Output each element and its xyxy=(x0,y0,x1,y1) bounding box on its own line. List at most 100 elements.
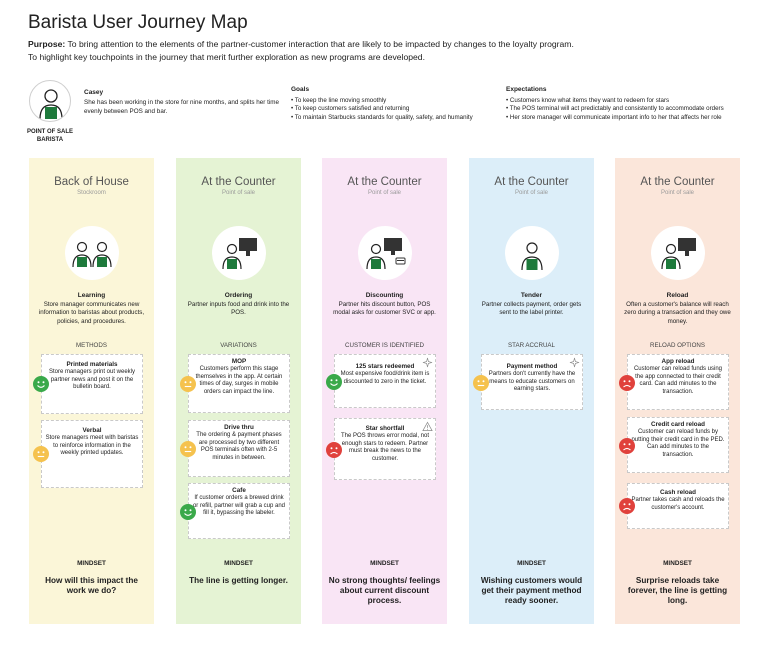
journey-column-reload: At the Counter Point of sale Reload Ofte… xyxy=(615,158,740,624)
journey-column-discounting: At the Counter Point of sale Discounting… xyxy=(322,158,447,624)
column-step: Ordering xyxy=(224,292,253,299)
card-title: Verbal xyxy=(82,427,102,434)
column-section-label: METHODS xyxy=(76,342,107,349)
persona-role-line-1: POINT OF SALE xyxy=(26,129,73,135)
reload-card: App reload Customer can reload funds usi… xyxy=(619,354,729,410)
sparkle-icon xyxy=(569,357,580,368)
card-text: If customer orders a brewed drink or ref… xyxy=(192,495,286,517)
card-text: The POS throws error modal, not enough s… xyxy=(340,433,430,463)
column-subheading: Point of sale xyxy=(367,190,402,196)
happy-face-icon xyxy=(180,504,196,520)
mindset-text: How will this impact the work we do? xyxy=(45,576,138,595)
column-step: Discounting xyxy=(365,292,404,299)
purpose-text: Purpose: To bring attention to the eleme… xyxy=(28,38,748,63)
column-heading: Back of House xyxy=(54,176,129,188)
happy-face-icon xyxy=(33,376,49,392)
column-section-label: STAR ACCRUAL xyxy=(508,342,555,349)
column-step: Reload xyxy=(666,292,689,299)
card-title: Star shortfall xyxy=(365,425,405,432)
mindset-label: MINDSET xyxy=(517,560,546,567)
neutral-face-icon xyxy=(180,376,196,392)
column-description: Partner collects payment, order gets sen… xyxy=(481,301,582,317)
mindset-label: MINDSET xyxy=(77,560,106,567)
column-heading: At the Counter xyxy=(347,176,422,188)
method-card: Verbal Store managers meet with baristas… xyxy=(33,420,143,488)
goal-item: • To keep customers satisfied and return… xyxy=(291,105,410,113)
goals-heading: Goals xyxy=(291,86,310,93)
sad-face-icon xyxy=(326,442,342,458)
mindset-label: MINDSET xyxy=(663,560,692,567)
card-title: Drive thru xyxy=(224,424,254,431)
card-text: The ordering & payment phases are proces… xyxy=(196,432,282,462)
column-step: Learning xyxy=(77,292,106,299)
column-description: Partner hits discount button, POS modal … xyxy=(333,301,436,317)
column-subheading: Point of sale xyxy=(221,190,256,196)
variation-card: Cafe If customer orders a brewed drink o… xyxy=(180,483,290,539)
column-heading: At the Counter xyxy=(494,176,569,188)
page-title: Barista User Journey Map xyxy=(28,12,248,33)
variation-card: MOP Customers perform this stage themsel… xyxy=(180,354,290,413)
card-title: Payment method xyxy=(506,363,558,370)
column-description: Partner inputs food and drink into the P… xyxy=(187,301,290,317)
identification-card: Star shortfall The POS throws error moda… xyxy=(326,418,436,480)
neutral-face-icon xyxy=(33,446,49,462)
column-heading: At the Counter xyxy=(640,176,715,188)
purpose-line-2: To highlight key touchpoints in the jour… xyxy=(28,51,425,62)
identification-card: 125 stars redeemed Most expensive food/d… xyxy=(326,354,436,408)
card-text: Customer can reload funds by putting the… xyxy=(631,429,725,459)
column-step: Tender xyxy=(520,292,543,299)
column-section-label: CUSTOMER IS IDENTIFIED xyxy=(345,342,424,349)
mindset-text: The line is getting longer. xyxy=(189,576,288,585)
column-subheading: Stockroom xyxy=(77,190,106,196)
journey-column-ordering: At the Counter Point of sale Ordering Pa… xyxy=(176,158,301,624)
card-text: Partner takes cash and reloads the custo… xyxy=(631,497,725,511)
expectation-item: • Her store manager will communicate imp… xyxy=(506,113,722,121)
card-text: Customer can reload funds using the app … xyxy=(633,366,723,396)
reload-card: Credit card reload Customer can reload f… xyxy=(619,417,729,473)
two-baristas-icon xyxy=(65,226,119,280)
persona-description: She has been working in the store for ni… xyxy=(84,99,279,115)
persona-name: Casey xyxy=(84,89,104,96)
card-title: Credit card reload xyxy=(651,421,705,428)
column-section-label: RELOAD OPTIONS xyxy=(649,342,705,349)
mindset-text: No strong thoughts/ feelings about curre… xyxy=(328,576,441,605)
expectation-item: • The POS terminal will act predictably … xyxy=(506,105,724,113)
column-section-label: VARIATIONS xyxy=(220,342,257,349)
barista-pos-icon xyxy=(651,226,705,280)
card-title: App reload xyxy=(661,358,695,365)
card-text: Store managers meet with baristas to rei… xyxy=(45,435,139,457)
column-subheading: Point of sale xyxy=(660,190,695,196)
method-card: Printed materials Store managers print o… xyxy=(33,354,143,414)
card-title: 125 stars redeemed xyxy=(355,363,415,370)
card-text: Customers perform this stage themselves … xyxy=(195,366,283,396)
star-accrual-card: Payment method Partners don't currently … xyxy=(473,354,583,410)
journey-column-back-of-house: Back of House Stockroom Learning Store m… xyxy=(29,158,154,624)
journey-column-tender: At the Counter Point of sale Tender Part… xyxy=(469,158,594,624)
warning-icon xyxy=(422,421,433,431)
column-heading: At the Counter xyxy=(201,176,276,188)
barista-pos-card-icon xyxy=(358,226,412,280)
barista-icon xyxy=(39,89,63,120)
sparkle-icon xyxy=(422,357,433,368)
persona-role-line-2: BARISTA xyxy=(36,137,64,143)
card-text: Partners don't currently have the means … xyxy=(488,371,576,393)
goal-item: • To maintain Starbucks standards for qu… xyxy=(291,113,473,121)
happy-face-icon xyxy=(326,374,342,390)
card-title: Cash reload xyxy=(659,489,697,496)
purpose-label: Purpose: xyxy=(28,39,66,49)
mindset-label: MINDSET xyxy=(370,560,399,567)
variation-card: Drive thru The ordering & payment phases… xyxy=(180,420,290,477)
expectations-heading: Expectations xyxy=(506,86,547,93)
sad-face-icon xyxy=(619,438,635,454)
card-title: Printed materials xyxy=(66,361,118,368)
reload-card: Cash reload Partner takes cash and reloa… xyxy=(619,483,729,529)
mindset-label: MINDSET xyxy=(224,560,253,567)
goals-block: Goals • To keep the line moving smoothly… xyxy=(291,86,496,122)
persona-role: POINT OF SALE BARISTA xyxy=(16,128,84,144)
purpose-line-1: To bring attention to the elements of th… xyxy=(65,39,574,49)
neutral-face-icon xyxy=(180,441,196,457)
persona-avatar xyxy=(29,80,71,122)
expectations-block: Expectations • Customers know what items… xyxy=(506,86,756,122)
expectation-item: • Customers know what items they want to… xyxy=(506,96,670,104)
column-description: Store manager communicates new informati… xyxy=(38,301,145,325)
